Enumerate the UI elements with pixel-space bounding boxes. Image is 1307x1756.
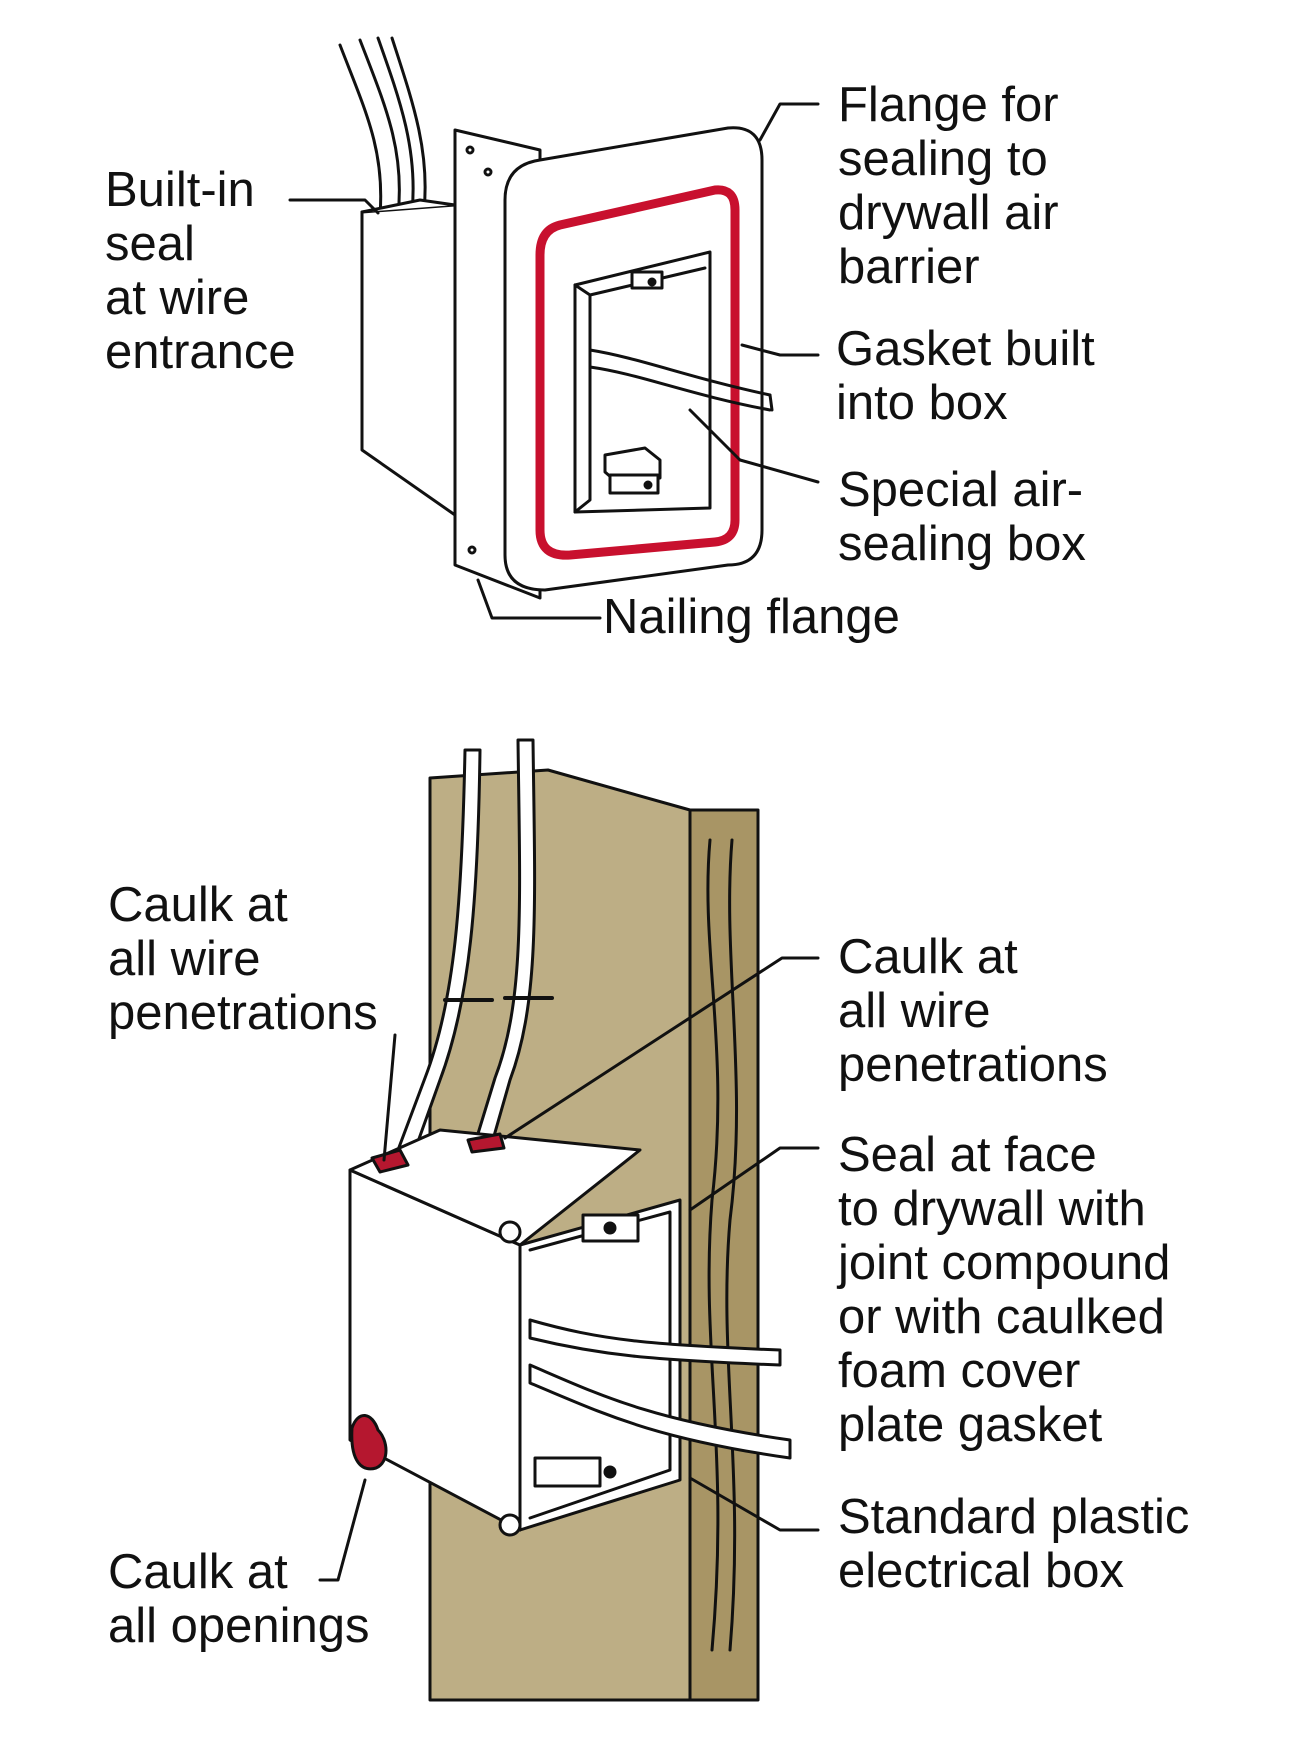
label-line: penetrations	[838, 1038, 1108, 1092]
label-line: plate gasket	[838, 1398, 1103, 1452]
leader-caulk-openings	[318, 1478, 367, 1582]
label-line: at wire	[105, 271, 250, 325]
label-line: electrical box	[838, 1544, 1124, 1598]
label-line: Caulk at	[108, 1545, 288, 1599]
cable-in-box	[588, 348, 772, 397]
box-top	[360, 198, 457, 214]
label-line: Flange for	[838, 78, 1059, 132]
label-standard-box: Standard plastic electrical box	[838, 1490, 1189, 1598]
screw-hole	[647, 277, 657, 287]
label-line: sealing to	[838, 132, 1048, 186]
stud-and-box-illustration	[348, 738, 792, 1702]
nail-hole	[465, 145, 475, 155]
box-opening	[573, 250, 712, 514]
label-line: Seal at face	[838, 1128, 1097, 1182]
label-seal-face: Seal at face to drywall with joint compo…	[838, 1128, 1170, 1452]
label-line: entrance	[105, 325, 296, 379]
screw-hole	[603, 1221, 617, 1235]
caulk-top-right	[466, 1132, 506, 1154]
leader-caulk-left	[382, 1033, 397, 1162]
label-line: all wire	[108, 932, 261, 986]
box-top	[348, 1128, 642, 1247]
label-line: all openings	[108, 1599, 370, 1653]
label-line: Built-in	[105, 163, 255, 217]
label-line: all wire	[838, 984, 991, 1038]
leader-gasket	[740, 343, 820, 357]
screw-hole	[643, 480, 653, 490]
label-caulk-wires-left: Caulk at all wire penetrations	[108, 878, 378, 1040]
leader-seal-face	[688, 1146, 820, 1212]
label-special-box: Special air- sealing box	[838, 463, 1086, 571]
bottom-leader-lines	[318, 956, 820, 1582]
label-line: Nailing flange	[603, 590, 900, 644]
stud-side	[688, 808, 760, 1702]
incoming-wire	[358, 38, 401, 217]
mounting-tab	[533, 1456, 602, 1488]
top-leader-lines	[288, 102, 820, 620]
label-nailing-flange: Nailing flange	[603, 590, 900, 644]
cable-in-box	[528, 1363, 792, 1460]
nail-hole	[483, 167, 493, 177]
caulk-opening	[350, 1414, 388, 1471]
cable-in-box	[528, 1318, 782, 1367]
label-line: into box	[836, 376, 1008, 430]
label-flange: Flange for sealing to drywall air barrie…	[838, 78, 1059, 294]
label-line: Standard plastic	[838, 1490, 1190, 1544]
cable-in-box	[588, 365, 772, 412]
label-line: barrier	[838, 240, 980, 294]
label-wire-entrance-seal: Built-in seal at wire entrance	[105, 163, 296, 379]
box-roll-bottom	[498, 1513, 522, 1537]
label-line: foam cover	[838, 1344, 1081, 1398]
cable-end	[768, 393, 774, 412]
box-body	[360, 203, 457, 517]
gasket	[535, 185, 740, 560]
label-line: seal	[105, 217, 195, 271]
label-gasket: Gasket built into box	[836, 322, 1095, 430]
leader-nailing-flange	[476, 578, 602, 620]
label-line: Caulk at	[838, 930, 1018, 984]
leader-special-box	[688, 408, 820, 484]
leader-standard-box	[688, 1476, 820, 1532]
wood-grain	[725, 838, 738, 1652]
label-line: sealing box	[838, 517, 1086, 571]
caulk-top-left	[370, 1148, 410, 1174]
label-line: joint compound	[838, 1236, 1171, 1290]
mounting-tab	[630, 270, 664, 290]
label-line: to drywall with	[838, 1182, 1146, 1236]
incoming-wire	[376, 36, 415, 214]
leader-caulk-right	[503, 956, 820, 1140]
label-line: Gasket built	[836, 322, 1095, 376]
box-inner-side	[573, 283, 592, 514]
incoming-wire	[338, 43, 383, 217]
label-line: penetrations	[108, 986, 378, 1040]
leader-flange	[758, 102, 820, 142]
wood-grain	[706, 838, 720, 1652]
label-caulk-openings: Caulk at all openings	[108, 1545, 370, 1653]
leader-wire-entrance	[288, 198, 380, 215]
label-line: or with caulked	[838, 1290, 1165, 1344]
incoming-wire	[390, 36, 427, 212]
box-roll-top	[498, 1220, 522, 1244]
label-line: Special air-	[838, 463, 1084, 517]
nail-hole	[467, 545, 477, 555]
screw-hole	[603, 1465, 617, 1479]
label-caulk-wires-right: Caulk at all wire penetrations	[838, 930, 1108, 1092]
label-line: drywall air	[838, 186, 1059, 240]
label-line: Caulk at	[108, 878, 288, 932]
air-sealing-box-illustration	[338, 36, 774, 600]
